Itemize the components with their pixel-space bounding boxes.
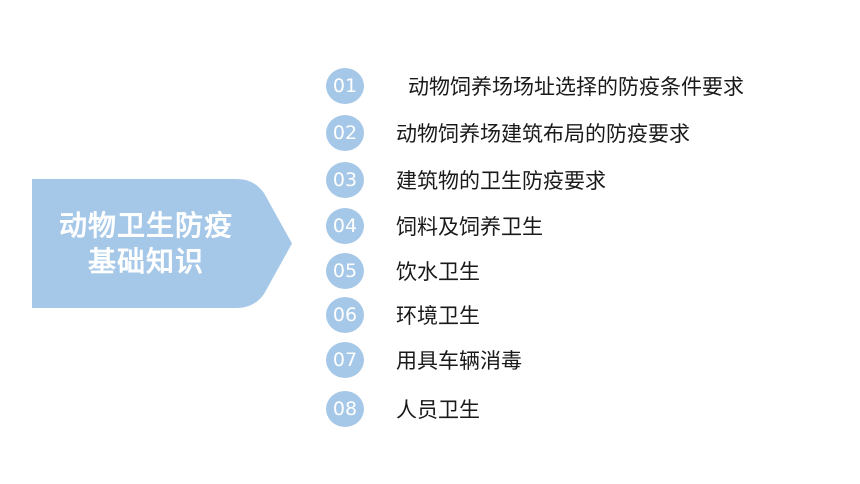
item-label: 动物饲养场场址选择的防疫条件要求 — [408, 75, 744, 99]
list-item: 04 饲料及饲养卫生 — [326, 208, 543, 244]
arrow-shape — [32, 179, 292, 308]
item-number-badge: 01 — [326, 68, 364, 104]
list-item: 06 环境卫生 — [326, 297, 480, 333]
item-label: 建筑物的卫生防疫要求 — [396, 169, 606, 193]
item-label: 人员卫生 — [396, 398, 480, 422]
title-line-2: 基础知识 — [87, 244, 204, 278]
item-number-badge: 02 — [326, 115, 364, 151]
list-item: 02 动物饲养场建筑布局的防疫要求 — [326, 115, 690, 151]
item-number-badge: 08 — [326, 391, 364, 427]
title-line-1: 动物卫生防疫 — [58, 208, 233, 242]
item-number-badge: 07 — [326, 342, 364, 378]
item-number-badge: 05 — [326, 253, 364, 289]
item-label: 环境卫生 — [396, 304, 480, 328]
section-title: 动物卫生防疫 基础知识 — [32, 179, 260, 308]
list-item: 03 建筑物的卫生防疫要求 — [326, 162, 606, 198]
list-item: 08 人员卫生 — [326, 391, 480, 427]
item-label: 饮水卫生 — [396, 260, 480, 284]
item-number-badge: 06 — [326, 297, 364, 333]
list-item: 07 用具车辆消毒 — [326, 342, 522, 378]
title-block: 动物卫生防疫 基础知识 — [32, 179, 292, 308]
list-item: 05 饮水卫生 — [326, 253, 480, 289]
item-number-badge: 03 — [326, 162, 364, 198]
list-item: 01 动物饲养场场址选择的防疫条件要求 — [326, 68, 744, 104]
item-label: 饲料及饲养卫生 — [396, 215, 543, 239]
item-label: 用具车辆消毒 — [396, 349, 522, 373]
item-number-badge: 04 — [326, 208, 364, 244]
item-label: 动物饲养场建筑布局的防疫要求 — [396, 122, 690, 146]
